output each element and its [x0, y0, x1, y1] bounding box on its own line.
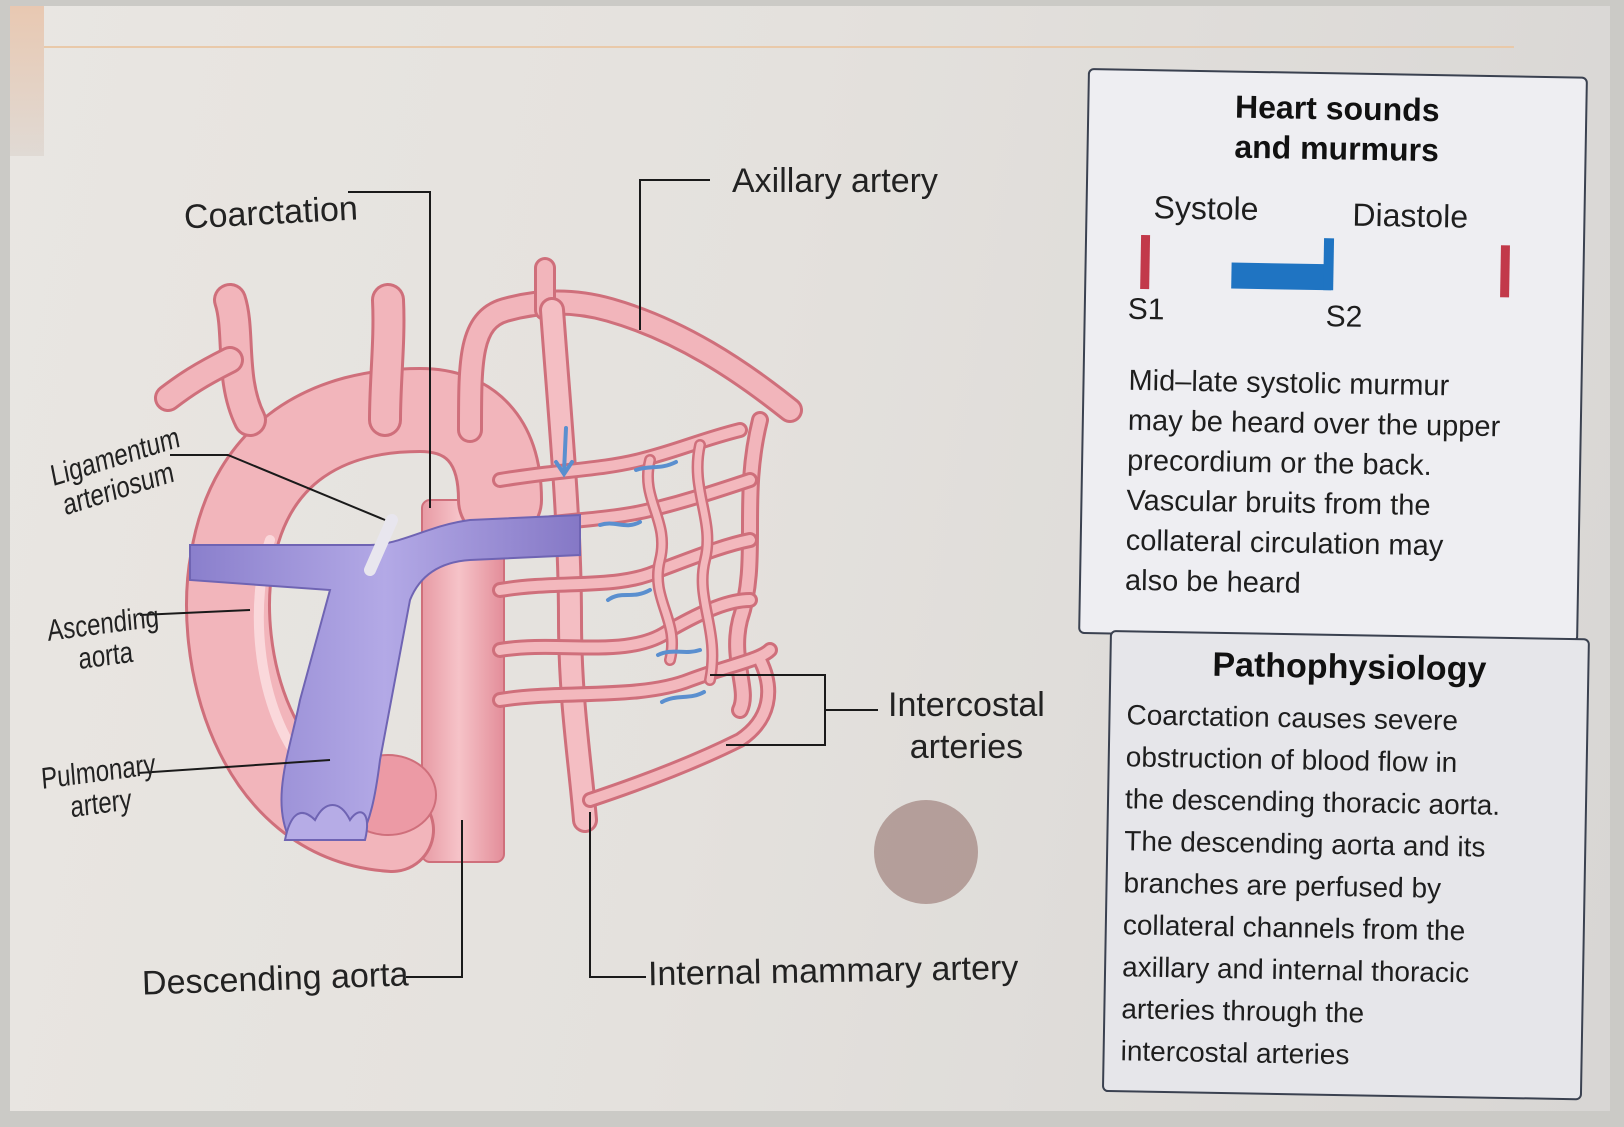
pathophysiology-title: Pathophysiology [1111, 642, 1588, 693]
label-internal-mammary-artery: Internal mammary artery [648, 951, 1019, 993]
diastole-label: Diastole [1352, 197, 1468, 236]
murmur-bar [1231, 263, 1331, 291]
systole-label: Systole [1153, 189, 1259, 228]
label-intercostal-line2: arteries [888, 730, 1045, 766]
s2-repeat-tick [1500, 245, 1510, 297]
label-intercostal-arteries: Intercostal arteries [888, 688, 1045, 765]
pathophysiology-description: Coarctation causes severe obstruction of… [1120, 694, 1587, 1080]
label-intercostal-line1: Intercostal [888, 688, 1045, 724]
murmur-bar-end [1323, 238, 1334, 290]
heart-sounds-line: also be heard [1125, 561, 1566, 609]
s1-tick [1140, 235, 1150, 289]
s2-label: S2 [1325, 300, 1362, 335]
heart-sounds-description: Mid–late systolic murmur may be heard ov… [1125, 361, 1569, 609]
pathophysiology-line: intercostal arteries [1120, 1030, 1581, 1080]
s1-label: S1 [1127, 293, 1164, 328]
pathophysiology-panel: Pathophysiology Coarctation causes sever… [1102, 630, 1590, 1100]
heart-sounds-panel: Heart sounds and murmurs Systole Diastol… [1078, 68, 1588, 643]
internal-mammary-artery-shape [552, 310, 585, 820]
heart-sounds-title: Heart sounds and murmurs [1088, 84, 1585, 173]
heart-sounds-title-line2: and murmurs [1088, 124, 1585, 173]
label-axillary-artery: Axillary artery [732, 164, 938, 200]
page-stain [874, 800, 978, 904]
